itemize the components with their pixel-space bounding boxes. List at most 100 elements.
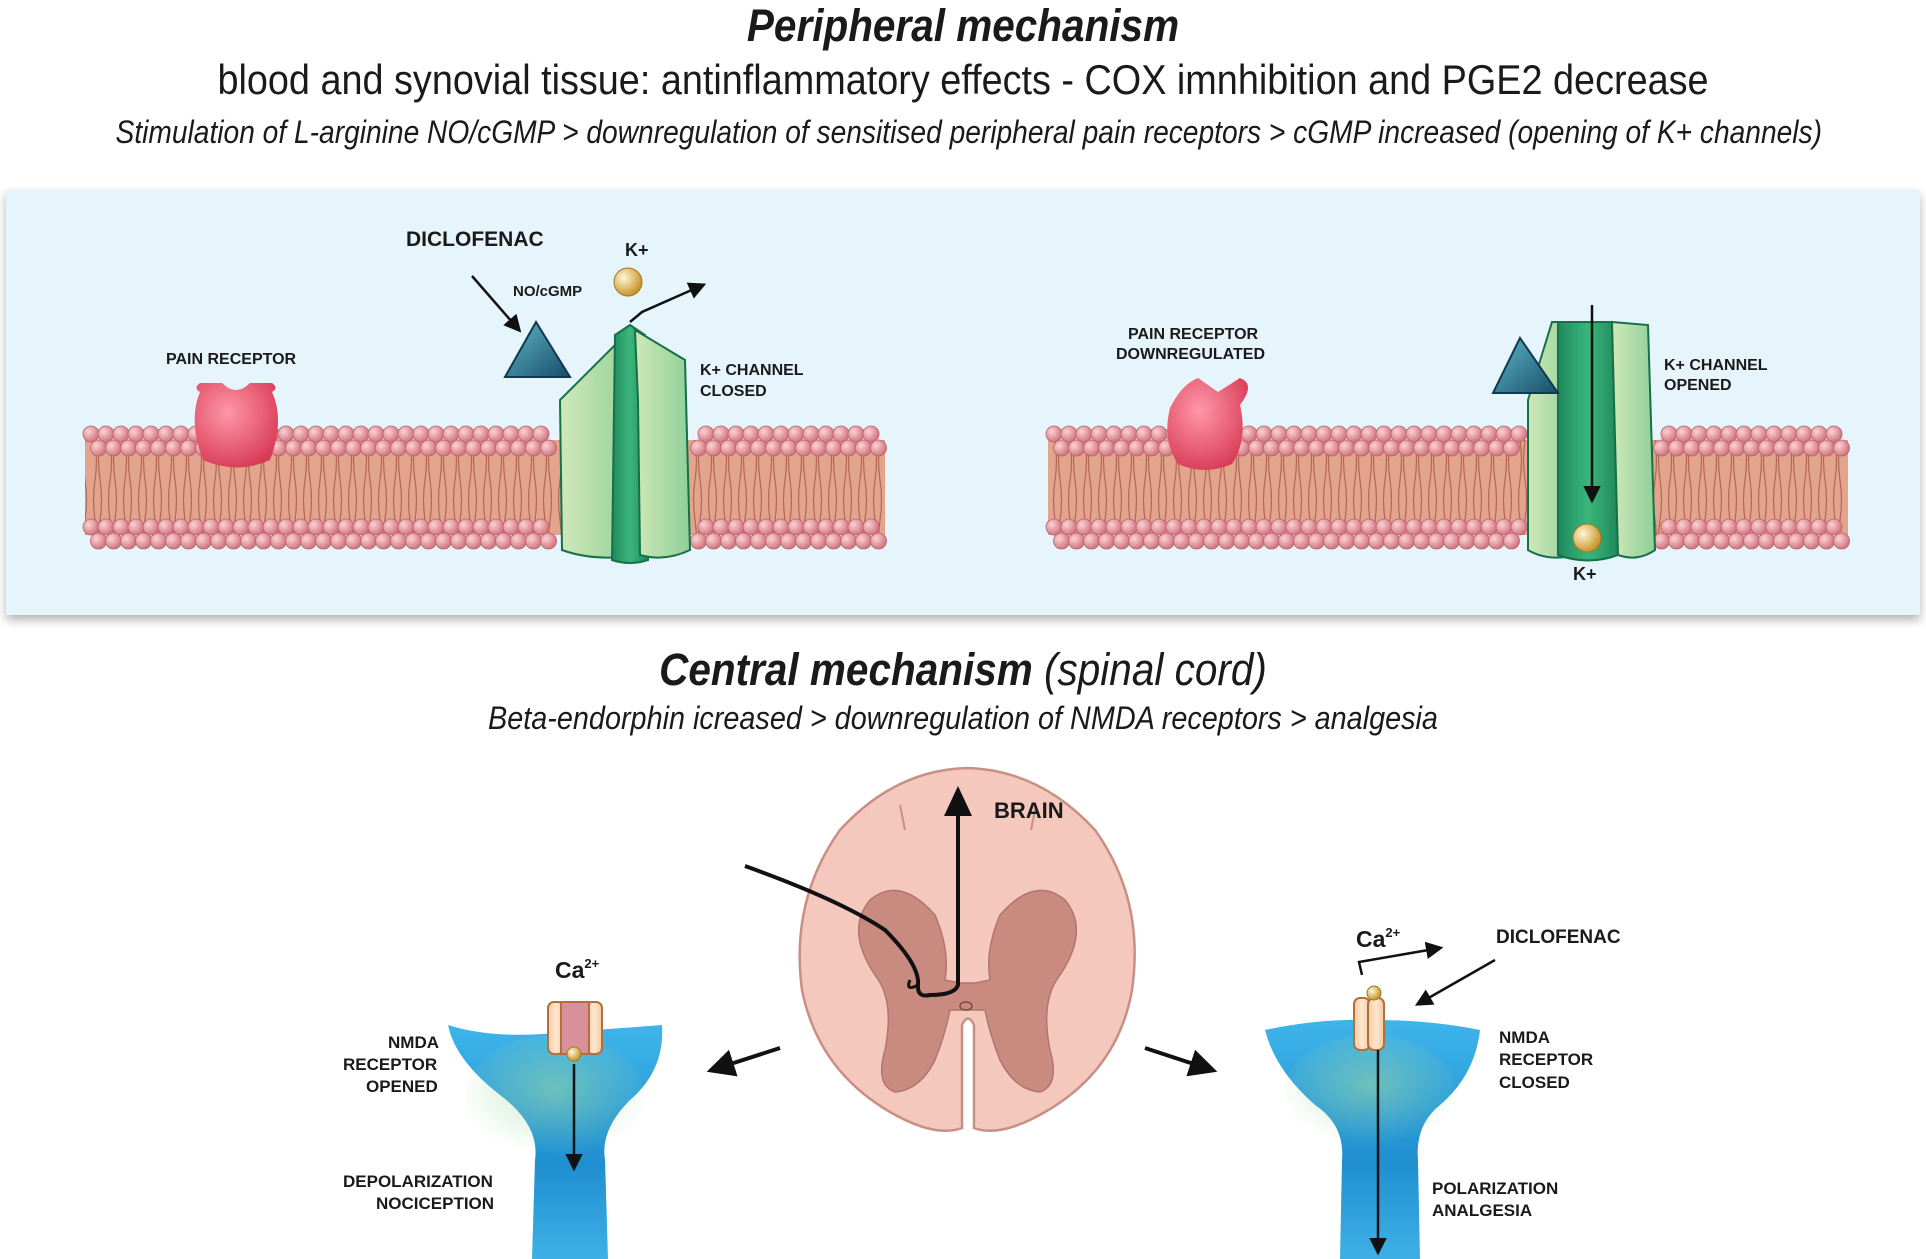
- lipid-head: [1795, 518, 1813, 536]
- lipid-head: [1788, 439, 1805, 457]
- no-cgmp-label: NO/cGMP: [513, 283, 582, 300]
- lipid-head: [1113, 532, 1130, 550]
- lipid-head: [1803, 532, 1820, 550]
- lipid-head: [765, 439, 782, 457]
- lipid-head: [1083, 439, 1100, 457]
- lipid-head: [1075, 425, 1093, 443]
- lipid-head: [1488, 532, 1505, 550]
- membrane-right: [1045, 425, 1850, 550]
- lipid-head: [1773, 532, 1790, 550]
- lipid-head: [375, 439, 392, 457]
- ca-label-left: Ca2+: [555, 956, 600, 983]
- no-cgmp-arrow: [471, 275, 522, 333]
- diclofenac-triangle-right: [1491, 336, 1560, 394]
- lipid-head: [1158, 532, 1175, 550]
- lipid-head: [1773, 439, 1790, 457]
- lipid-head: [1360, 425, 1378, 443]
- lipid-head: [1735, 425, 1753, 443]
- lipid-head: [495, 439, 512, 457]
- lipid-head: [97, 425, 115, 443]
- lipid-head: [157, 518, 175, 536]
- lipid-head: [787, 425, 805, 443]
- lipid-head: [1720, 425, 1738, 443]
- lipid-head: [802, 518, 820, 536]
- lipid-head: [1743, 439, 1760, 457]
- lipid-head: [1795, 425, 1813, 443]
- lipid-head: [495, 532, 512, 550]
- lipid-head: [397, 425, 415, 443]
- lipid-head: [1195, 518, 1213, 536]
- lipid-head: [1420, 425, 1438, 443]
- lipid-head: [1705, 425, 1723, 443]
- lipid-head: [840, 532, 857, 550]
- lipid-head: [1383, 532, 1400, 550]
- lipid-head: [690, 439, 707, 457]
- lipid-head: [172, 425, 190, 443]
- lipid-head: [832, 425, 850, 443]
- nmda-closed-label-1: NMDA: [1499, 1028, 1550, 1047]
- lipid-head: [1810, 425, 1828, 443]
- neuron-left: [448, 1025, 663, 1259]
- lipid-head: [1398, 439, 1415, 457]
- lipid-head: [270, 532, 287, 550]
- lipid-head: [1300, 425, 1318, 443]
- lipid-head: [1375, 518, 1393, 536]
- k-ion-label-right: K+: [1573, 564, 1597, 584]
- lipid-head: [1285, 425, 1303, 443]
- lipid-head: [502, 518, 520, 536]
- nmda-receptor-closed: [1353, 985, 1385, 1051]
- lipid-head: [420, 532, 437, 550]
- lipid-head: [375, 532, 392, 550]
- lipid-head: [127, 425, 145, 443]
- k-ion-label-left: K+: [625, 240, 649, 260]
- lipid-head: [1098, 532, 1115, 550]
- lipid-head: [720, 439, 737, 457]
- lipid-head: [1435, 518, 1453, 536]
- lipid-head: [720, 532, 737, 550]
- lipid-head: [1330, 425, 1348, 443]
- lipid-head: [255, 532, 272, 550]
- lipid-head: [1450, 425, 1468, 443]
- ca-label-right-charge: 2+: [1385, 925, 1400, 940]
- lipid-head: [757, 518, 775, 536]
- lipid-head: [1270, 518, 1288, 536]
- lipid-head: [1668, 532, 1685, 550]
- lipid-head: [307, 518, 325, 536]
- lipid-head: [1263, 532, 1280, 550]
- lipid-head: [300, 439, 317, 457]
- lipid-head: [697, 425, 715, 443]
- pain-receptor-left: [194, 383, 279, 468]
- lipid-head: [292, 518, 310, 536]
- nociception-label: NOCICEPTION: [376, 1194, 494, 1213]
- lipid-head: [1315, 425, 1333, 443]
- lipid-head: [847, 518, 865, 536]
- lipid-head: [1368, 439, 1385, 457]
- lipid-head: [150, 439, 167, 457]
- lipid-head: [765, 532, 782, 550]
- lipid-head: [855, 439, 872, 457]
- lipid-head: [397, 518, 415, 536]
- k-channel-opened-label-2: OPENED: [1664, 377, 1732, 394]
- lipid-head: [472, 518, 490, 536]
- lipid-head: [180, 532, 197, 550]
- lipid-head: [1120, 425, 1138, 443]
- lipid-head: [1345, 425, 1363, 443]
- lipid-head: [532, 425, 550, 443]
- lipid-head: [1068, 439, 1085, 457]
- lipid-head: [525, 532, 542, 550]
- lipid-head: [135, 532, 152, 550]
- pain-signal-pathway: [744, 800, 960, 998]
- lipid-head: [825, 439, 842, 457]
- lipid-head: [1480, 518, 1498, 536]
- lipid-head: [1233, 532, 1250, 550]
- lipid-head: [1473, 532, 1490, 550]
- lipid-head: [1758, 439, 1775, 457]
- lipid-head: [1398, 532, 1415, 550]
- lipid-head: [142, 425, 160, 443]
- lipid-head: [810, 439, 827, 457]
- lipid-head: [1323, 439, 1340, 457]
- lipid-head: [322, 518, 340, 536]
- ca-label-left-symbol: Ca: [555, 957, 585, 983]
- lipid-head: [540, 532, 557, 550]
